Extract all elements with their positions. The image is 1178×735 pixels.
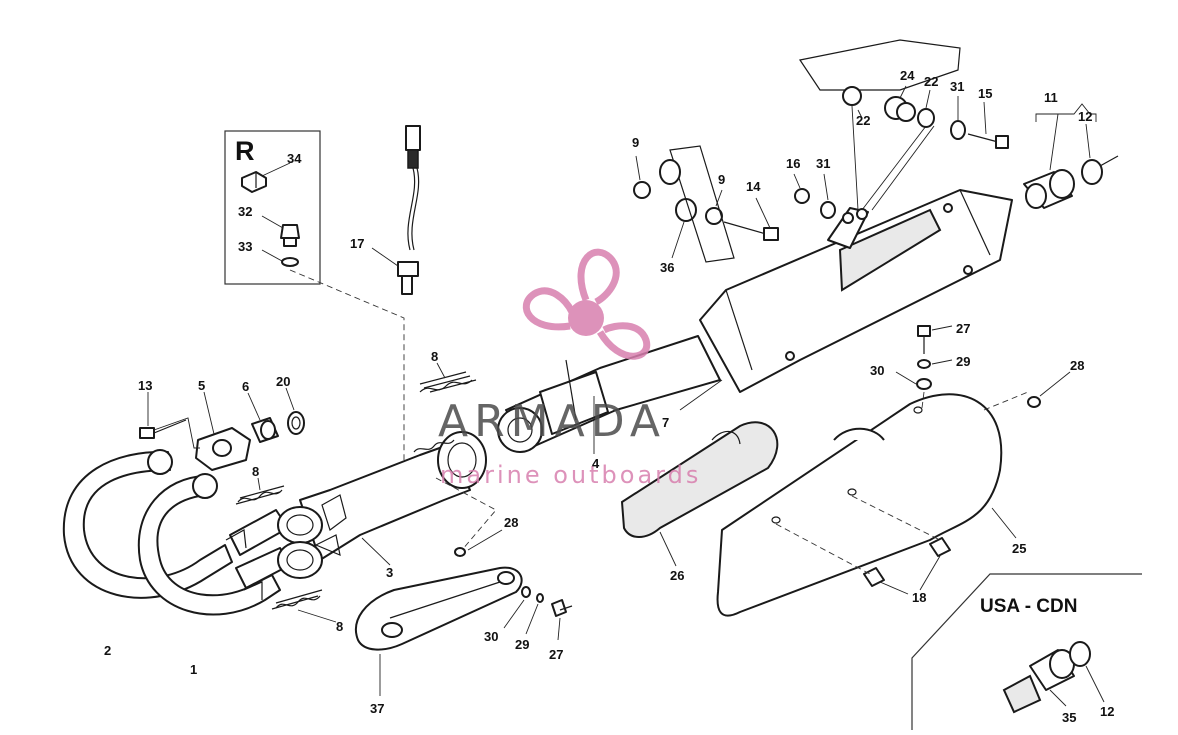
callout-9-left: 9 [632, 135, 639, 150]
oxygen-sensor-17[interactable] [397, 125, 421, 295]
spring-8-mid[interactable] [413, 439, 455, 453]
tailpipe-35[interactable] [1002, 649, 1075, 714]
callout-17: 17 [350, 236, 364, 251]
oring-33[interactable] [281, 257, 299, 267]
mid-pipe-4[interactable] [497, 335, 721, 453]
rubber-9-left[interactable] [633, 181, 651, 199]
gasket-20[interactable] [287, 411, 305, 435]
callout-12-upper: 12 [1078, 109, 1092, 124]
callout-6: 6 [242, 379, 249, 394]
callout-37: 37 [370, 701, 384, 716]
spring-8-lower[interactable] [271, 589, 323, 610]
callout-3: 3 [386, 565, 393, 580]
callout-29-left: 29 [515, 637, 529, 652]
callout-22-left: 22 [856, 113, 870, 128]
callout-31-upper: 31 [950, 79, 964, 94]
muffler-7[interactable] [699, 189, 1013, 393]
callout-18: 18 [912, 590, 926, 605]
callout-labels: 34 32 33 17 8 13 5 6 20 8 2 1 3 8 28 30 … [104, 68, 1114, 725]
callout-14: 14 [746, 179, 761, 194]
callout-24: 24 [900, 68, 915, 83]
callout-26: 26 [670, 568, 684, 583]
watermark-subtitle: marine outboards [440, 461, 701, 489]
flange-5[interactable] [195, 427, 251, 471]
spring-8-upper[interactable] [419, 371, 477, 393]
region-label: USA - CDN [980, 596, 1077, 617]
callout-34: 34 [287, 151, 302, 166]
tailpipe-11[interactable] [1023, 169, 1075, 209]
callout-8-left: 8 [252, 464, 259, 479]
callout-30-right: 30 [870, 363, 884, 378]
callout-20: 20 [276, 374, 290, 389]
washer-31-upper[interactable] [950, 120, 966, 140]
watermark-logo: ARMADA marine outboards [438, 248, 701, 489]
nut-16[interactable] [794, 188, 810, 204]
callout-8-lower: 8 [336, 619, 343, 634]
callout-5: 5 [198, 378, 205, 393]
callout-7: 7 [662, 415, 669, 430]
collector-3[interactable] [277, 431, 487, 579]
callout-1: 1 [190, 662, 197, 677]
heat-shield-26[interactable] [620, 421, 779, 538]
watermark-propeller-blade-left [522, 287, 576, 331]
callout-16: 16 [786, 156, 800, 171]
fastener-30-29-27-left[interactable] [521, 586, 573, 617]
callout-8-upper: 8 [431, 349, 438, 364]
clip-18[interactable] [863, 537, 951, 587]
callout-13: 13 [138, 378, 152, 393]
grommet-22-left[interactable] [842, 86, 862, 106]
callout-35: 35 [1062, 710, 1076, 725]
ring-12-upper[interactable] [1081, 155, 1119, 185]
bolt-14[interactable] [723, 221, 779, 241]
watermark-title: ARMADA [438, 396, 666, 447]
callout-25: 25 [1012, 541, 1026, 556]
callout-31-lower: 31 [816, 156, 830, 171]
callout-36: 36 [660, 260, 674, 275]
washer-28-right[interactable] [1027, 396, 1041, 408]
callout-27-left: 27 [549, 647, 563, 662]
fastener-27-29-30-right[interactable] [916, 325, 932, 390]
ring-12-lower[interactable] [1069, 641, 1091, 667]
bracket-mount[interactable] [827, 207, 869, 249]
callout-9-right: 9 [718, 172, 725, 187]
watermark-propeller-blade-right [596, 322, 651, 360]
washer-28-left[interactable] [454, 547, 466, 557]
rubber-24[interactable] [884, 96, 916, 122]
callout-30-left: 30 [484, 629, 498, 644]
callout-22-right: 22 [924, 74, 938, 89]
bushing-6[interactable] [251, 417, 279, 443]
bolt-15[interactable] [967, 133, 1009, 149]
watermark-propeller-hub [568, 300, 604, 336]
inset-label: R [235, 136, 255, 166]
spring-8-left[interactable] [235, 485, 285, 505]
callout-12-lower: 12 [1100, 704, 1114, 719]
callout-28-right: 28 [1070, 358, 1084, 373]
header-pipe-2[interactable] [62, 449, 233, 599]
callout-28-left: 28 [504, 515, 518, 530]
callout-27-right: 27 [956, 321, 970, 336]
rubber-9-right[interactable] [705, 207, 723, 225]
callout-15: 15 [978, 86, 992, 101]
heat-shield-37[interactable] [355, 566, 523, 651]
bolt-13[interactable] [139, 419, 187, 439]
heat-shield-25[interactable] [716, 393, 1003, 617]
screw-32[interactable] [280, 224, 300, 247]
rubber-36[interactable] [675, 198, 697, 222]
header-pipe-1[interactable] [137, 473, 281, 616]
callout-32: 32 [238, 204, 252, 219]
washer-31-lower[interactable] [820, 201, 836, 219]
grommet-22-right[interactable] [917, 108, 935, 128]
callout-33: 33 [238, 239, 252, 254]
callout-11: 11 [1044, 90, 1058, 105]
callout-29-right: 29 [956, 354, 970, 369]
callout-4: 4 [592, 456, 600, 471]
inset-r-frame: R [224, 130, 321, 285]
plug-34[interactable] [241, 171, 267, 193]
watermark-propeller-blade-top [577, 248, 620, 306]
callout-2: 2 [104, 643, 111, 658]
